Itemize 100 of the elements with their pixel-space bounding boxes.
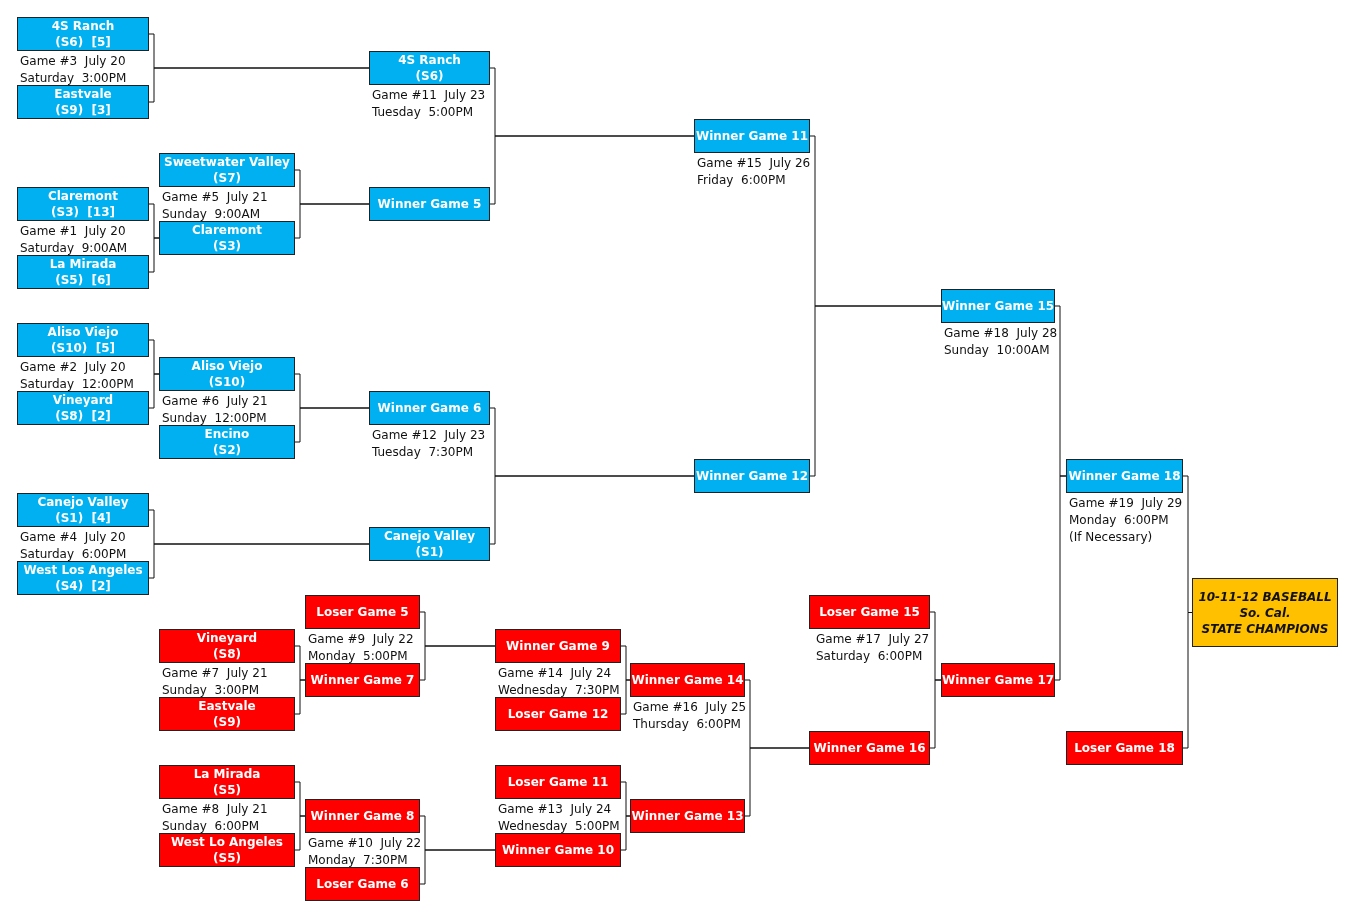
seed-label: (S3) — [213, 238, 241, 254]
seed-label: (S8) [2] — [55, 408, 111, 424]
game-info: Wednesday 5:00PM — [498, 818, 620, 835]
team-name: Eastvale — [198, 698, 256, 714]
slot-label: Winner Game 9 — [506, 638, 610, 654]
team-box — [17, 323, 149, 357]
game-slot-box — [369, 187, 490, 221]
slot-label: Winner Game 14 — [631, 672, 744, 688]
bracket-line — [809, 305, 942, 477]
team-name: Eastvale — [54, 86, 112, 102]
team-box — [159, 697, 295, 731]
game-slot-box — [809, 595, 930, 629]
game-info: Game #12 July 23 — [372, 427, 486, 444]
slot-label: Loser Game 18 — [1074, 740, 1175, 756]
game-info: Sunday 10:00AM — [944, 342, 1050, 359]
game-info: Game #4 July 20 — [20, 529, 126, 546]
bracket-line — [294, 407, 370, 443]
team-box — [159, 425, 295, 459]
game-info: Game #16 July 25 — [633, 699, 747, 716]
game-slot-box — [941, 289, 1055, 323]
game-info: Saturday 6:00PM — [20, 546, 127, 563]
seed-label: (S5) — [213, 782, 241, 798]
seed-label: (S6) — [415, 68, 444, 84]
game-info: Game #5 July 21 — [162, 189, 268, 206]
bracket-line — [1054, 475, 1067, 681]
bracket-line — [419, 645, 496, 681]
team-name: Aliso Viejo — [47, 324, 119, 340]
game-slot-box — [809, 731, 930, 765]
game-info: Sunday 12:00PM — [162, 410, 267, 427]
bracket-line — [929, 679, 942, 749]
team-box — [17, 391, 149, 425]
slot-label: Winner Game 11 — [695, 128, 809, 144]
slot-label: Winner Game 15 — [941, 298, 1055, 314]
bracket-line — [620, 679, 631, 715]
bracket-line — [744, 747, 810, 817]
bracket-line — [148, 543, 370, 579]
team-box — [17, 255, 149, 289]
bracket-line — [148, 67, 370, 103]
game-slot-box — [369, 391, 490, 425]
team-name: Claremont — [191, 222, 263, 238]
slot-label: Loser Game 6 — [316, 876, 409, 892]
team-box — [159, 153, 295, 187]
game-info: Game #17 July 27 — [816, 631, 930, 648]
team-name: Claremont — [47, 188, 119, 204]
game-info: Sunday 3:00PM — [162, 682, 260, 699]
game-info: Game #10 July 22 — [308, 835, 422, 852]
banner-text: 10-11-12 BASEBALL — [1198, 588, 1332, 605]
game-slot-box — [495, 629, 621, 663]
game-info: Tuesday 7:30PM — [372, 444, 473, 461]
bracket-line — [294, 679, 306, 715]
seed-label: (S7) — [213, 170, 241, 186]
seed-label: (S3) [13] — [51, 204, 115, 220]
seed-label: (S10) [5] — [51, 340, 115, 356]
slot-label: Loser Game 15 — [819, 604, 920, 620]
seed-label: (S9) — [213, 714, 241, 730]
team-name: Vineyard — [196, 630, 258, 646]
game-info: Sunday 9:00AM — [162, 206, 261, 223]
game-info: Game #19 July 29 — [1069, 495, 1183, 512]
team-box — [159, 833, 295, 867]
slot-label: Winner Game 17 — [941, 672, 1055, 688]
bracket-line — [148, 237, 160, 273]
team-name: Sweetwater Valley — [164, 154, 290, 170]
game-info: Saturday 9:00AM — [20, 240, 128, 257]
slot-label: Loser Game 12 — [507, 706, 609, 722]
seed-label: (S6) [5] — [55, 34, 111, 50]
game-slot-box — [305, 799, 420, 833]
team-box — [17, 17, 149, 51]
bracket-line — [489, 475, 695, 545]
game-info: Friday 6:00PM — [697, 172, 786, 189]
slot-label: Winner Game 12 — [695, 468, 809, 484]
seed-label: (S4) [2] — [55, 578, 111, 594]
slot-label: Winner Game 8 — [310, 808, 415, 824]
game-info: Saturday 6:00PM — [816, 648, 923, 665]
slot-label: Loser Game 11 — [507, 774, 609, 790]
game-slot-box — [1066, 459, 1183, 493]
game-info: Monday 7:30PM — [308, 852, 408, 869]
game-slot-box — [305, 663, 420, 697]
team-name: Vineyard — [52, 392, 114, 408]
team-name: Encino — [204, 426, 250, 442]
team-box — [159, 765, 295, 799]
team-name: La Mirada — [193, 766, 261, 782]
team-box — [17, 85, 149, 119]
team-name: Aliso Viejo — [191, 358, 263, 374]
game-slot-box — [305, 595, 420, 629]
game-info: Game #9 July 22 — [308, 631, 414, 648]
game-info: Game #13 July 24 — [498, 801, 612, 818]
seed-label: (S10) — [208, 374, 246, 390]
seed-label: (S1) [4] — [55, 510, 111, 526]
bracket-line — [489, 135, 695, 205]
seed-label: (S5) [6] — [55, 272, 111, 288]
game-info: Saturday 3:00PM — [20, 70, 127, 87]
game-slot-box — [305, 867, 420, 901]
game-info: Game #6 July 21 — [162, 393, 268, 410]
team-name: West Lo Angeles — [171, 834, 283, 850]
champions-banner — [1192, 578, 1338, 647]
game-info: Monday 5:00PM — [308, 648, 408, 665]
slot-label: Loser Game 5 — [316, 604, 409, 620]
game-info: Monday 6:00PM — [1069, 512, 1169, 529]
game-info: Game #8 July 21 — [162, 801, 268, 818]
team-name: 4S Ranch — [51, 18, 115, 34]
